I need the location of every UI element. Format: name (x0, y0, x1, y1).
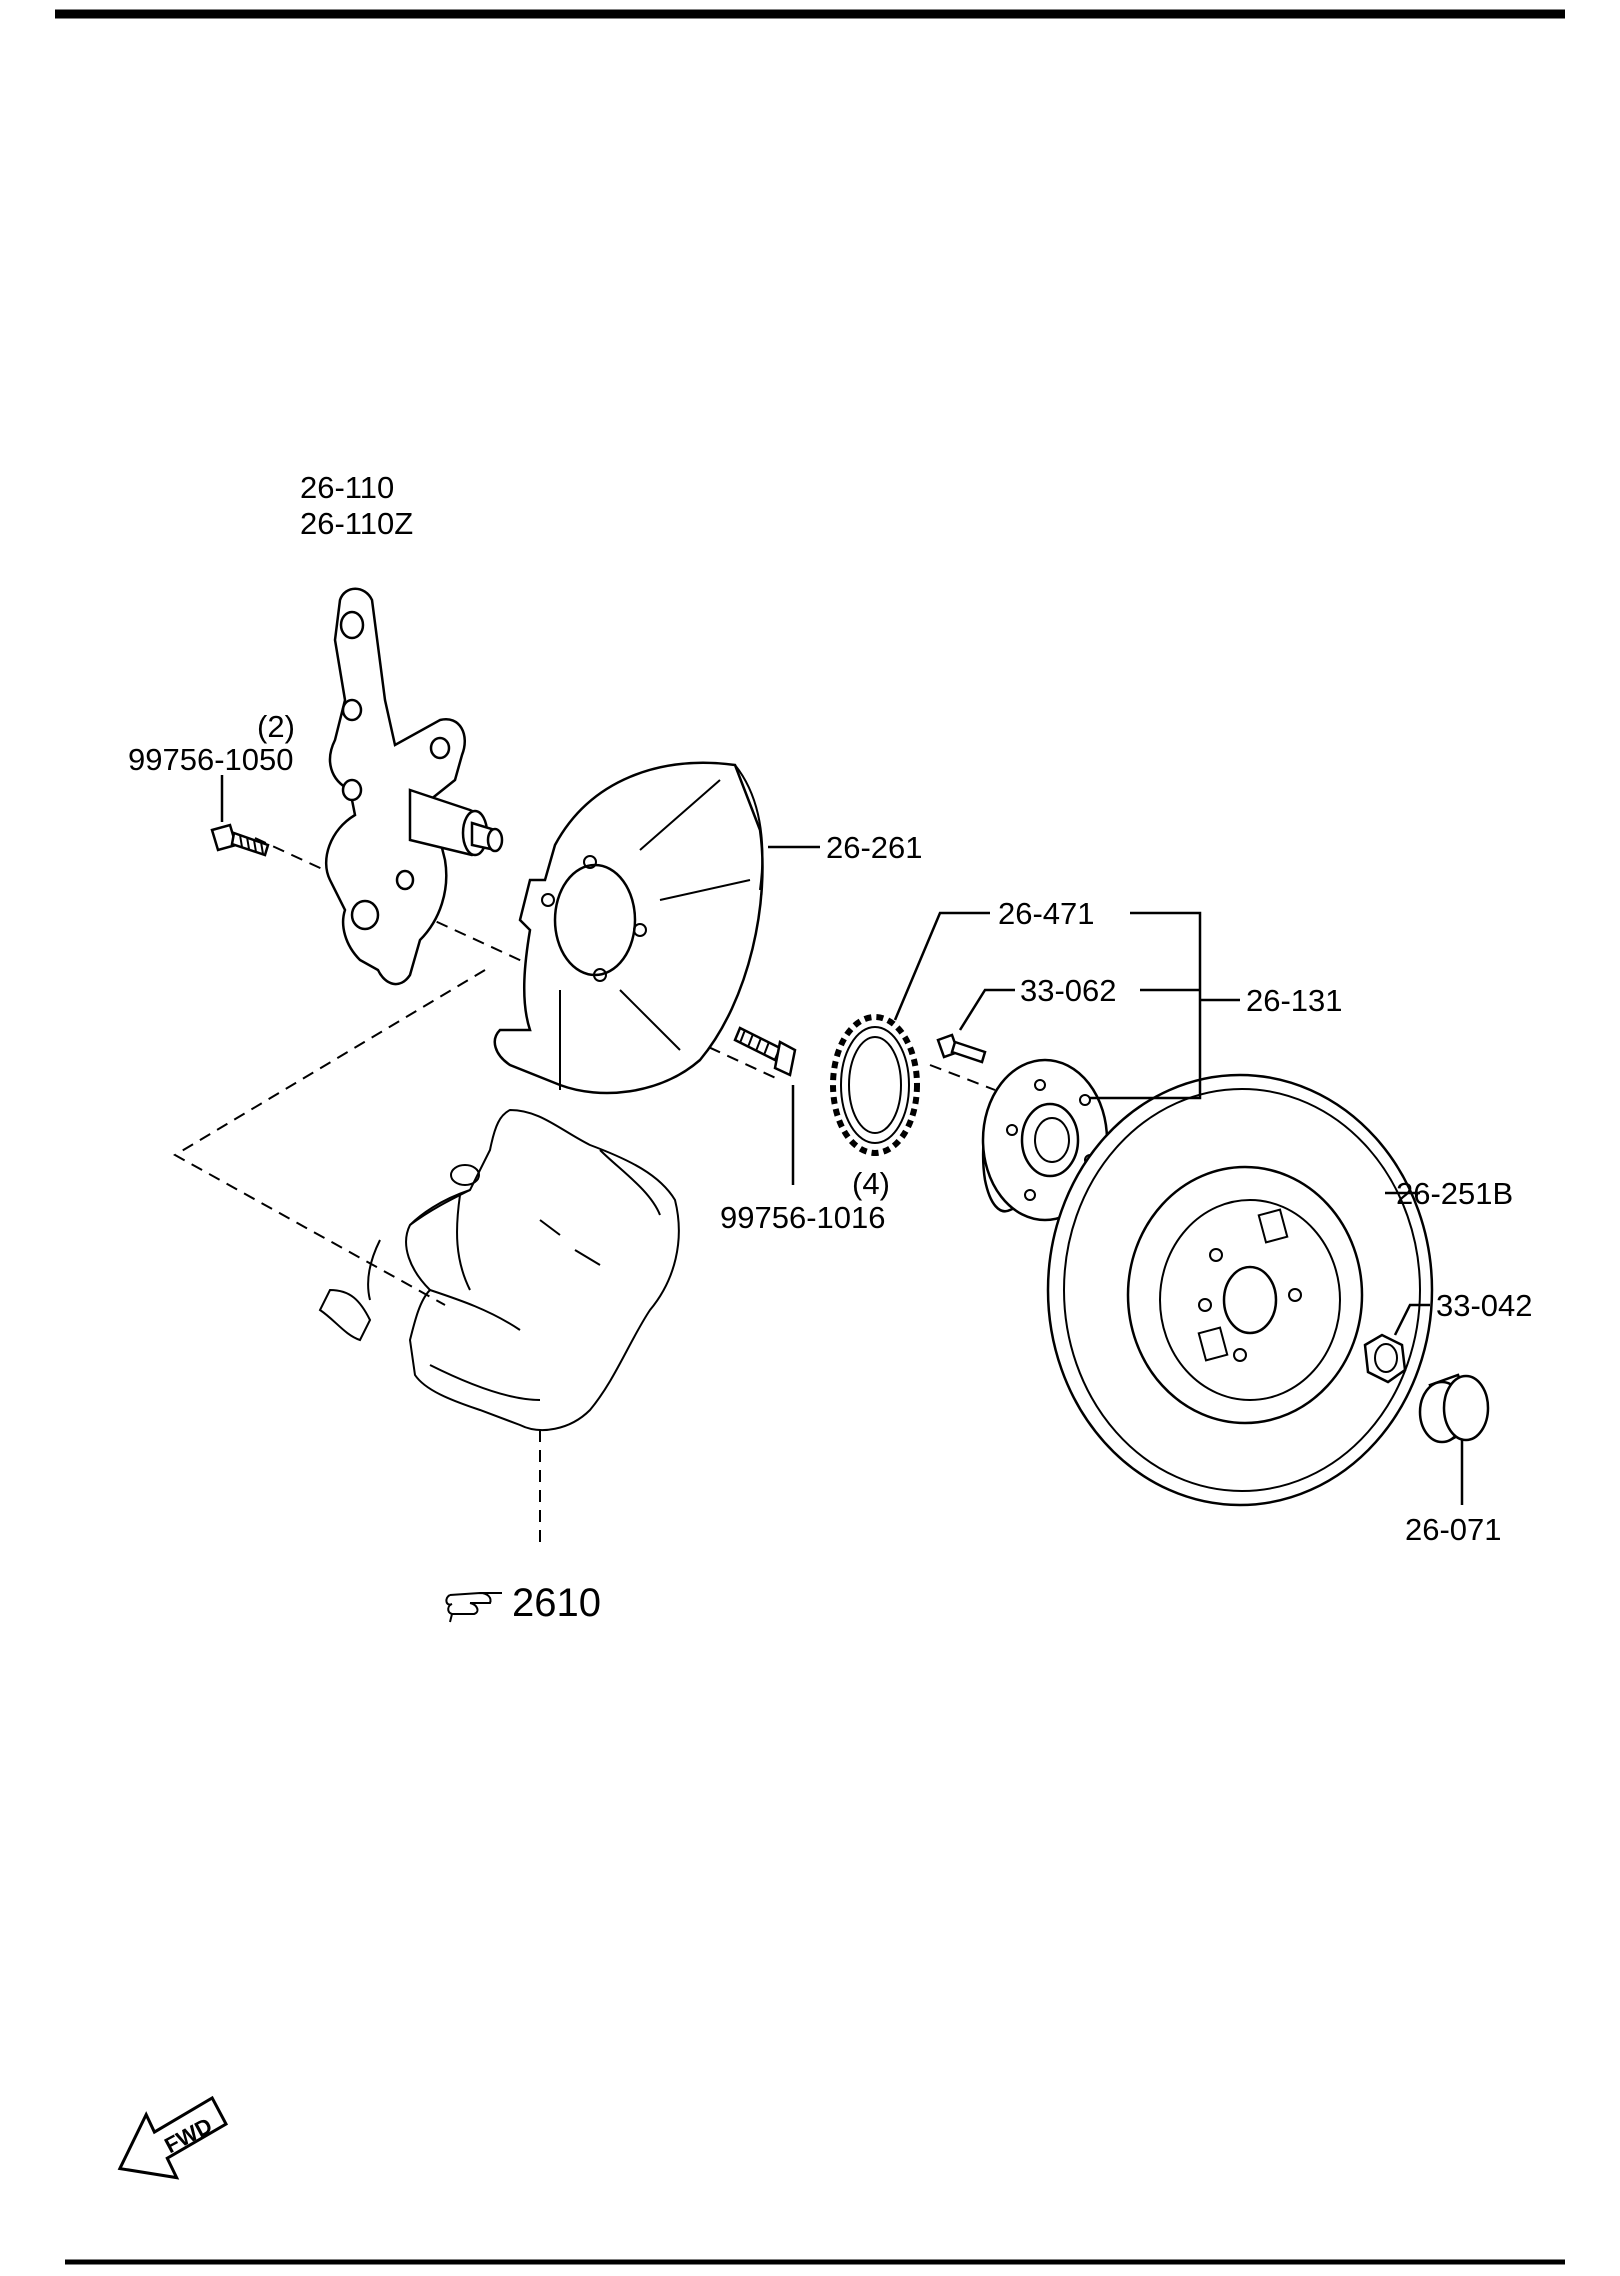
bolt-knuckle-part (210, 823, 270, 857)
label-26-251b: 26-251B (1396, 1176, 1513, 1211)
label-26-071: 26-071 (1405, 1512, 1502, 1547)
label-33-042: 33-042 (1436, 1288, 1533, 1323)
disc-part (1046, 1073, 1434, 1507)
hub-bolt-part (936, 1033, 987, 1064)
label-99756-1016: 99756-1016 (720, 1200, 886, 1235)
pointing-hand-icon (445, 1591, 502, 1623)
fwd-arrow-icon: FWD (117, 2095, 229, 2180)
label-qty-2: (2) (257, 709, 295, 744)
dust-cover-part (493, 761, 764, 1095)
callout-labels: 26-110 26-110Z (2) 99756-1050 26-261 26-… (128, 470, 1533, 1547)
label-26-261: 26-261 (826, 830, 923, 865)
caliper-part (318, 1108, 680, 1431)
knuckle-part (325, 587, 504, 986)
label-99756-1050: 99756-1050 (128, 742, 294, 777)
label-26-471: 26-471 (998, 896, 1095, 931)
label-2610: 2610 (512, 1581, 601, 1625)
abs-ring-part (830, 1014, 920, 1156)
label-26-110z: 26-110Z (300, 506, 413, 541)
cap-part (1418, 1373, 1490, 1444)
label-qty-4: (4) (852, 1166, 890, 1201)
caliper-reference: 2610 (445, 1581, 601, 1625)
label-26-110: 26-110 (300, 470, 394, 505)
label-33-062: 33-062 (1020, 973, 1117, 1008)
label-26-131: 26-131 (1246, 983, 1343, 1018)
nut-part (1363, 1333, 1407, 1384)
hub-part (981, 1058, 1109, 1222)
bolt-cover-part (733, 1026, 797, 1077)
leader-lines (220, 775, 1464, 1505)
